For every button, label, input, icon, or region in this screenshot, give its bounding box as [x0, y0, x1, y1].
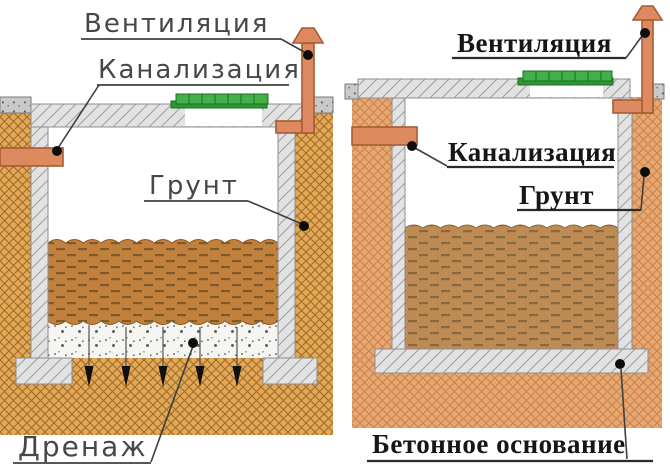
leader-base-right — [620, 368, 628, 460]
marker-dot — [303, 50, 313, 60]
left-sewer-pipe — [0, 147, 64, 167]
right-green-cover — [517, 70, 614, 86]
right-panel — [344, 5, 665, 463]
right-concrete-base — [374, 348, 649, 374]
label-soil-right: Грунт — [519, 180, 594, 210]
right-vent-pipe — [612, 5, 664, 114]
left-footing-right — [262, 357, 318, 385]
marker-dot — [640, 28, 650, 38]
marker-dot — [299, 221, 309, 231]
leader-sewer-left — [57, 84, 100, 149]
seepage-arrow-icon — [84, 366, 94, 387]
leader-ventilation-right — [625, 35, 643, 59]
left-drain-lines — [88, 327, 238, 367]
label-drainage-left: Дренаж — [18, 430, 148, 463]
label-sewer-right: Канализация — [448, 137, 617, 167]
left-hatch-opening — [185, 105, 262, 126]
right-surface-strip-left — [344, 83, 359, 100]
vent-cap-icon — [631, 5, 664, 21]
label-ventilation-left: Вентиляция — [84, 9, 270, 39]
green-cover-segments — [535, 71, 602, 81]
left-footing-left — [15, 357, 73, 385]
green-cover-top — [522, 70, 613, 82]
leader-sewer-right — [414, 147, 448, 167]
marker-dot — [615, 359, 625, 369]
right-annotations — [367, 28, 653, 463]
left-seepage-arrows — [84, 366, 242, 387]
right-sewer-pipe — [351, 126, 418, 146]
leader-ventilation-left — [280, 38, 307, 54]
leader-drainage-left — [150, 345, 194, 463]
leader-soil-right — [640, 175, 645, 211]
marker-dot — [188, 338, 198, 348]
green-cover-top — [175, 93, 269, 105]
right-wall-right — [617, 97, 633, 350]
left-wall-right — [277, 126, 296, 359]
marker-dot — [407, 141, 417, 151]
seepage-arrow-icon — [195, 366, 205, 387]
left-surface-strip-left — [0, 96, 32, 114]
right-sludge — [404, 224, 619, 350]
seepage-arrow-icon — [158, 366, 168, 387]
label-sewer-left: Канализация — [98, 55, 301, 85]
label-soil-left: Грунт — [149, 171, 239, 201]
left-sludge — [46, 239, 280, 325]
marker-dot — [640, 167, 650, 177]
green-cover-segments — [188, 94, 255, 104]
label-concrete-base-right: Бетонное основание — [372, 429, 626, 459]
seepage-arrow-icon — [232, 366, 242, 387]
label-ventilation-right: Вентиляция — [457, 28, 612, 58]
left-vent-pipe — [275, 27, 325, 134]
leader-soil-left — [247, 200, 303, 225]
left-green-cover — [170, 93, 269, 109]
marker-dot — [52, 146, 62, 156]
left-panel — [0, 27, 334, 464]
vent-cap-icon — [291, 27, 325, 44]
seepage-arrow-icon — [121, 366, 131, 387]
left-annotations — [13, 38, 313, 464]
